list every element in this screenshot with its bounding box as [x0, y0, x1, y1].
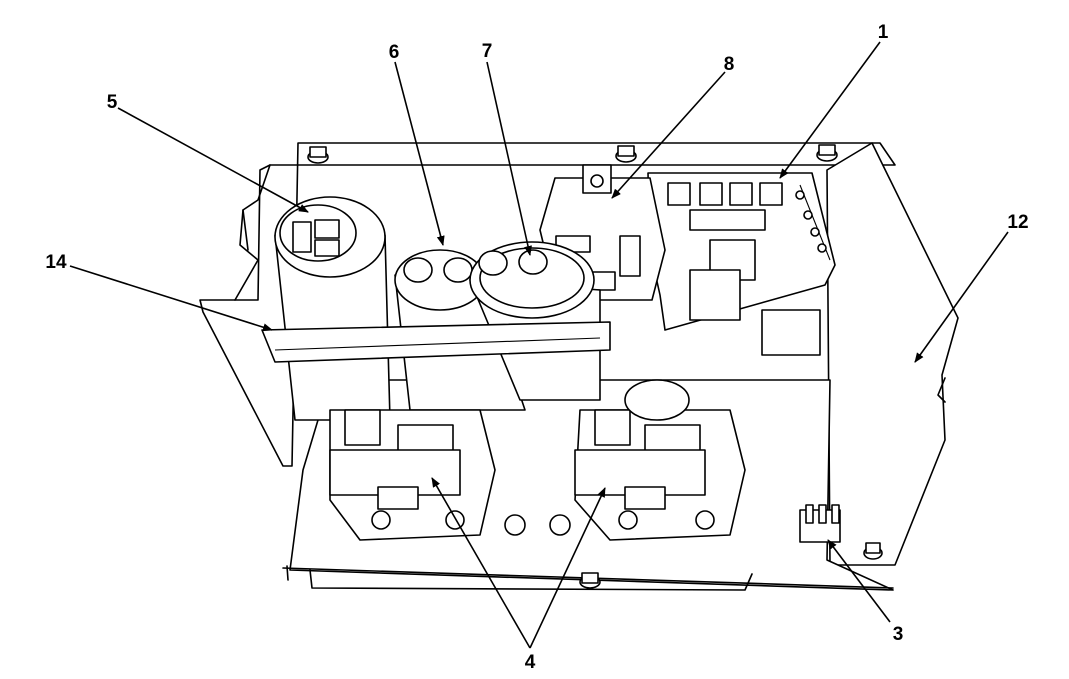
callout-4: 4: [525, 652, 536, 673]
callout-1: 1: [878, 22, 889, 43]
right-side-panel: [826, 142, 959, 566]
plate-screws: [504, 514, 571, 536]
callout-14: 14: [45, 252, 67, 273]
top-bolt-left: [307, 146, 329, 164]
chassis-left-panel: [199, 142, 896, 467]
contactor-right: [574, 409, 746, 541]
callout-7: 7: [482, 41, 493, 62]
wire-loop: [624, 379, 690, 421]
circuit-board: [647, 172, 836, 356]
callout-3: 3: [893, 624, 904, 645]
top-bolt-right: [816, 144, 838, 162]
callout-5: 5: [107, 92, 118, 113]
callout-6: 6: [389, 42, 400, 63]
terminal-connector: [799, 504, 841, 543]
corner-bolt: [863, 542, 883, 560]
bottom-bolt: [579, 572, 601, 589]
callout-8: 8: [724, 54, 735, 75]
mounting-bracket: [261, 321, 611, 363]
callout-12: 12: [1007, 212, 1028, 233]
contactor-left: [329, 409, 496, 541]
top-bolt-middle: [615, 145, 637, 163]
capacitor-large: [274, 196, 391, 421]
leader-lines: [69, 41, 1009, 649]
